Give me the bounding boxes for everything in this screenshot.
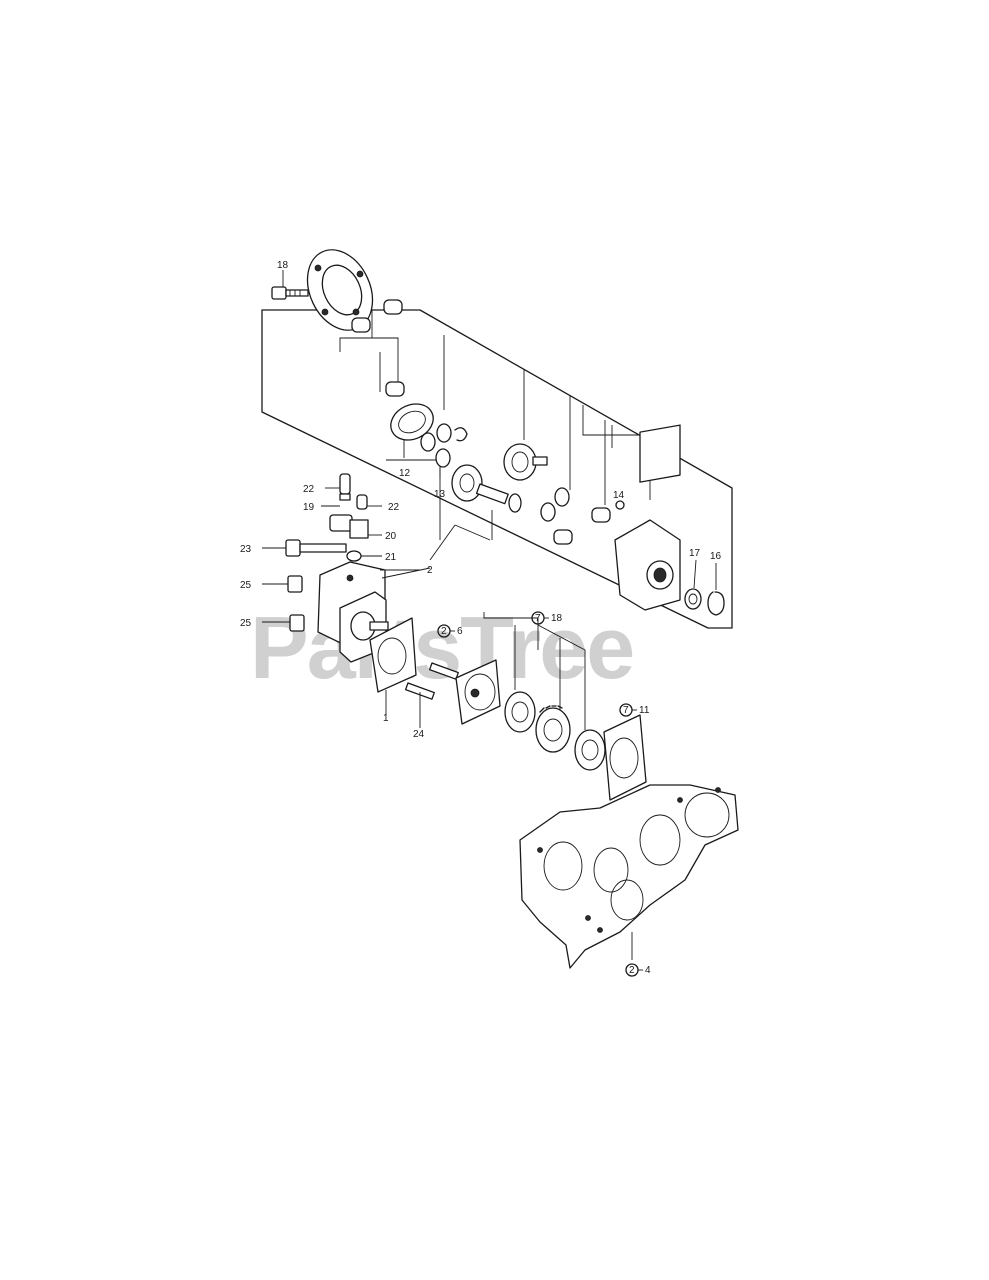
- pump-cover-plate: [306, 249, 374, 331]
- callout-12: 12: [399, 468, 411, 479]
- part-25-nut-upper: [262, 575, 303, 593]
- ref-7-18-num: 7: [535, 613, 541, 624]
- callout-2: 2: [427, 565, 433, 576]
- part-12-seal-plate: [390, 403, 434, 458]
- part-13-rings: [420, 423, 468, 478]
- gasket-7-11: [603, 714, 647, 801]
- callout-22-a: 22: [303, 484, 315, 495]
- ref-2-4-callout: [625, 963, 643, 977]
- bearing-front: [504, 691, 536, 733]
- ref-7-18-sub: 18: [551, 613, 563, 624]
- callout-17: 17: [689, 548, 701, 559]
- washers-right: [540, 487, 625, 545]
- ref-7-18-callout: [531, 611, 549, 625]
- ref-2-6-callout: [437, 624, 455, 638]
- callout-1: 1: [383, 713, 389, 724]
- part-18-bolt: [271, 270, 309, 300]
- gasket-plate: [369, 617, 417, 716]
- part-25-nut-lower: [262, 614, 305, 632]
- housing-plate: [455, 659, 501, 725]
- callout-23: 23: [240, 544, 252, 555]
- part-2-leader: [381, 567, 431, 579]
- callout-14: 14: [613, 490, 625, 501]
- valve-assembly: [321, 473, 382, 562]
- ref-2-4-sub: 4: [645, 965, 651, 976]
- gear-driven-shaft: [451, 464, 522, 513]
- ref-2-4-num: 2: [629, 965, 635, 976]
- bracket-lines: [339, 310, 651, 540]
- callout-21: 21: [385, 552, 397, 563]
- callout-22-b: 22: [388, 502, 400, 513]
- callout-13: 13: [434, 489, 446, 500]
- part-17-seal: [684, 559, 702, 610]
- ref-7-11-callout: [619, 703, 637, 717]
- watermark-text: PartsTree: [250, 598, 633, 697]
- callout-24: 24: [413, 729, 425, 740]
- callout-19: 19: [303, 502, 315, 513]
- callout-20: 20: [385, 531, 397, 542]
- callout-25-a: 25: [240, 580, 252, 591]
- bearing-rear: [574, 729, 606, 771]
- part-24-studs: [404, 662, 459, 728]
- bushings-upper: [351, 299, 405, 397]
- part-16-snap-ring: [707, 563, 725, 616]
- bracket-7-18: [483, 612, 586, 730]
- gear-drive: [503, 443, 548, 481]
- detail-frame: [261, 309, 733, 629]
- part-23-long-bolt: [262, 539, 347, 557]
- pump-body-right: [614, 424, 681, 611]
- callout-25-b: 25: [240, 618, 252, 629]
- ref-7-11-num: 7: [623, 705, 629, 716]
- gear-case-plate: [519, 784, 739, 969]
- ref-2-6-num: 2: [441, 626, 447, 637]
- callout-18: 18: [277, 260, 289, 271]
- drive-gear: [535, 705, 571, 753]
- ref-7-11-sub: 11: [639, 705, 650, 716]
- ref-2-6-sub: 6: [457, 626, 463, 637]
- callout-16: 16: [710, 551, 722, 562]
